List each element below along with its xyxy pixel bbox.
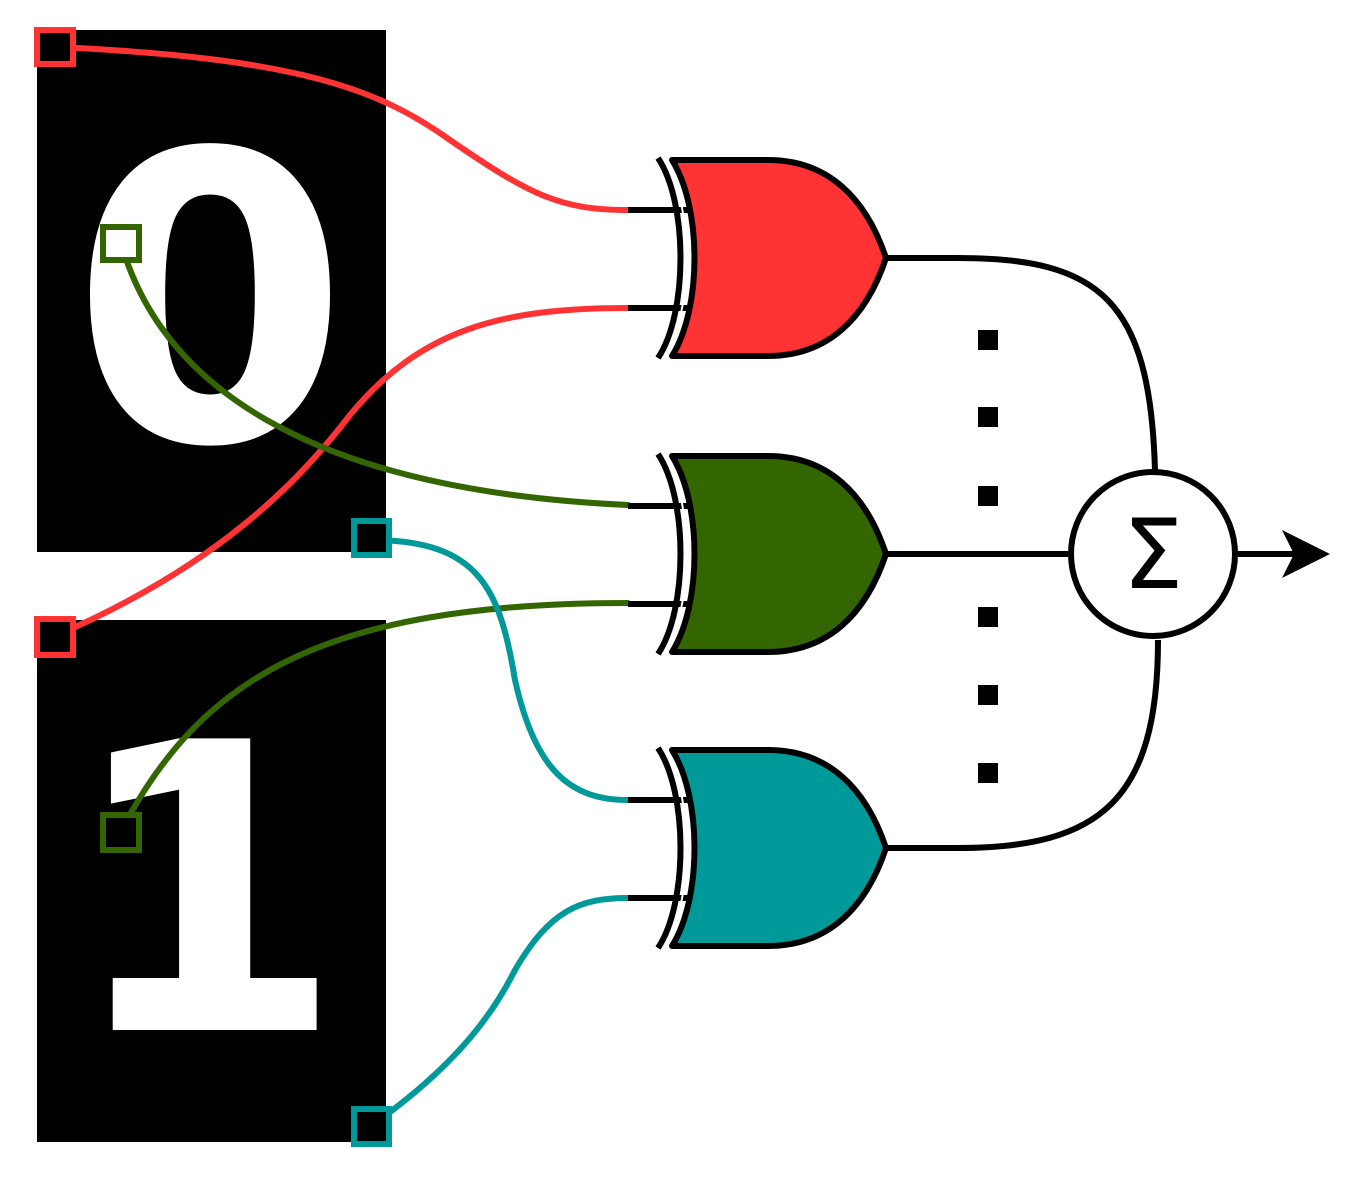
sigma-symbol: Σ — [1123, 499, 1184, 611]
digit-panel-one: 1 — [37, 620, 386, 1142]
wire-teal-bottom — [368, 895, 631, 1129]
pixel-sample-green-2 — [100, 812, 142, 853]
digit-one-glyph: 1 — [66, 660, 344, 1125]
digit-panel-zero: 0 — [37, 30, 386, 552]
pixel-sample-red-1 — [34, 27, 76, 67]
wire-red-bottom — [52, 305, 631, 639]
pixel-sample-green-1 — [100, 224, 142, 263]
wire-teal-top — [368, 537, 631, 803]
pixel-sample-teal-1 — [351, 518, 392, 558]
summation-node: Σ — [1068, 469, 1238, 639]
wire-green-top — [118, 240, 631, 508]
xor-gate-green — [628, 454, 958, 654]
arrow-right-icon — [1235, 530, 1330, 578]
wire-out-top — [957, 255, 1158, 471]
xor-gate-teal — [628, 748, 958, 948]
wire-red-top — [53, 44, 631, 213]
pixel-sample-red-2 — [34, 616, 76, 658]
vertical-dots-icon — [978, 330, 998, 783]
wire-green-bottom — [118, 600, 631, 834]
pixel-sample-teal-2 — [351, 1106, 392, 1147]
wire-out-bottom — [957, 639, 1161, 851]
digit-zero-glyph: 0 — [71, 70, 349, 535]
xor-gate-red — [628, 158, 958, 358]
